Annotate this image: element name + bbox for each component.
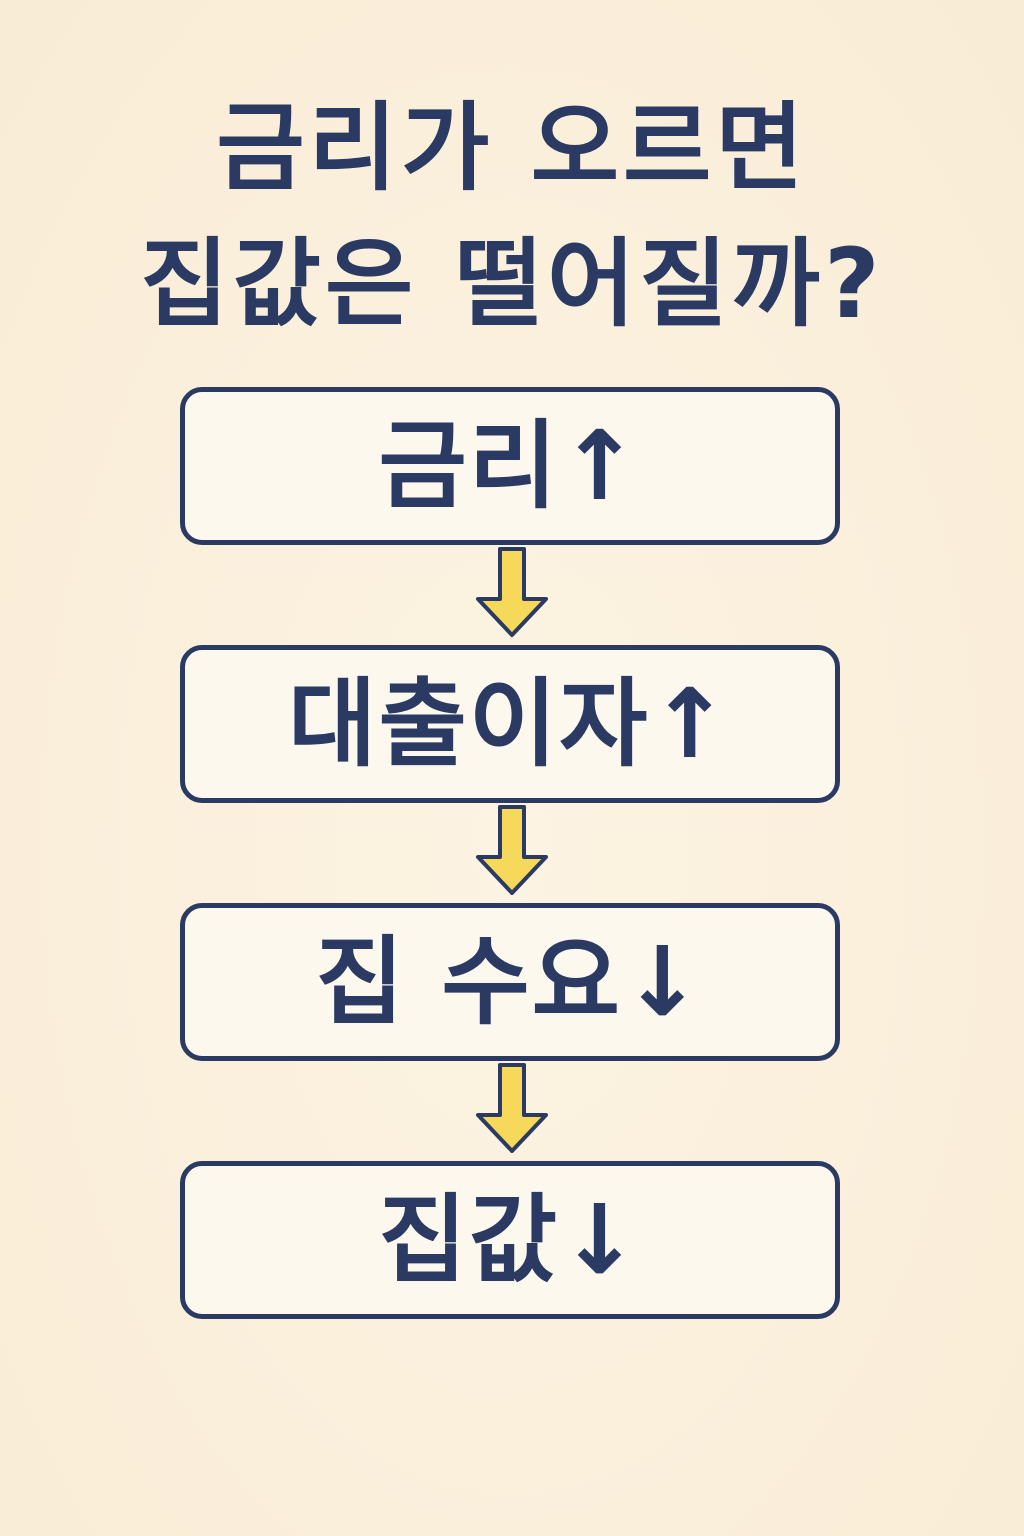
step-label: 금리↑ [378,410,642,522]
step-box-interest-rate: 금리↑ [180,387,840,545]
down-arrow-icon [476,805,548,895]
step-label: 대출이자↑ [288,668,732,780]
step-box-loan-interest: 대출이자↑ [180,645,840,803]
page-title: 금리가 오르면 집값은 떨어질까? [0,80,1024,352]
step-box-house-price: 집값↓ [180,1161,840,1319]
down-arrow-icon [476,547,548,637]
title-line-1: 금리가 오르면 [216,92,808,204]
down-arrow-icon [476,1063,548,1153]
step-label: 집값↓ [378,1184,642,1296]
step-box-housing-demand: 집 수요↓ [180,903,840,1061]
step-label: 집 수요↓ [315,926,705,1038]
title-line-2: 집값은 떨어질까? [140,228,884,340]
